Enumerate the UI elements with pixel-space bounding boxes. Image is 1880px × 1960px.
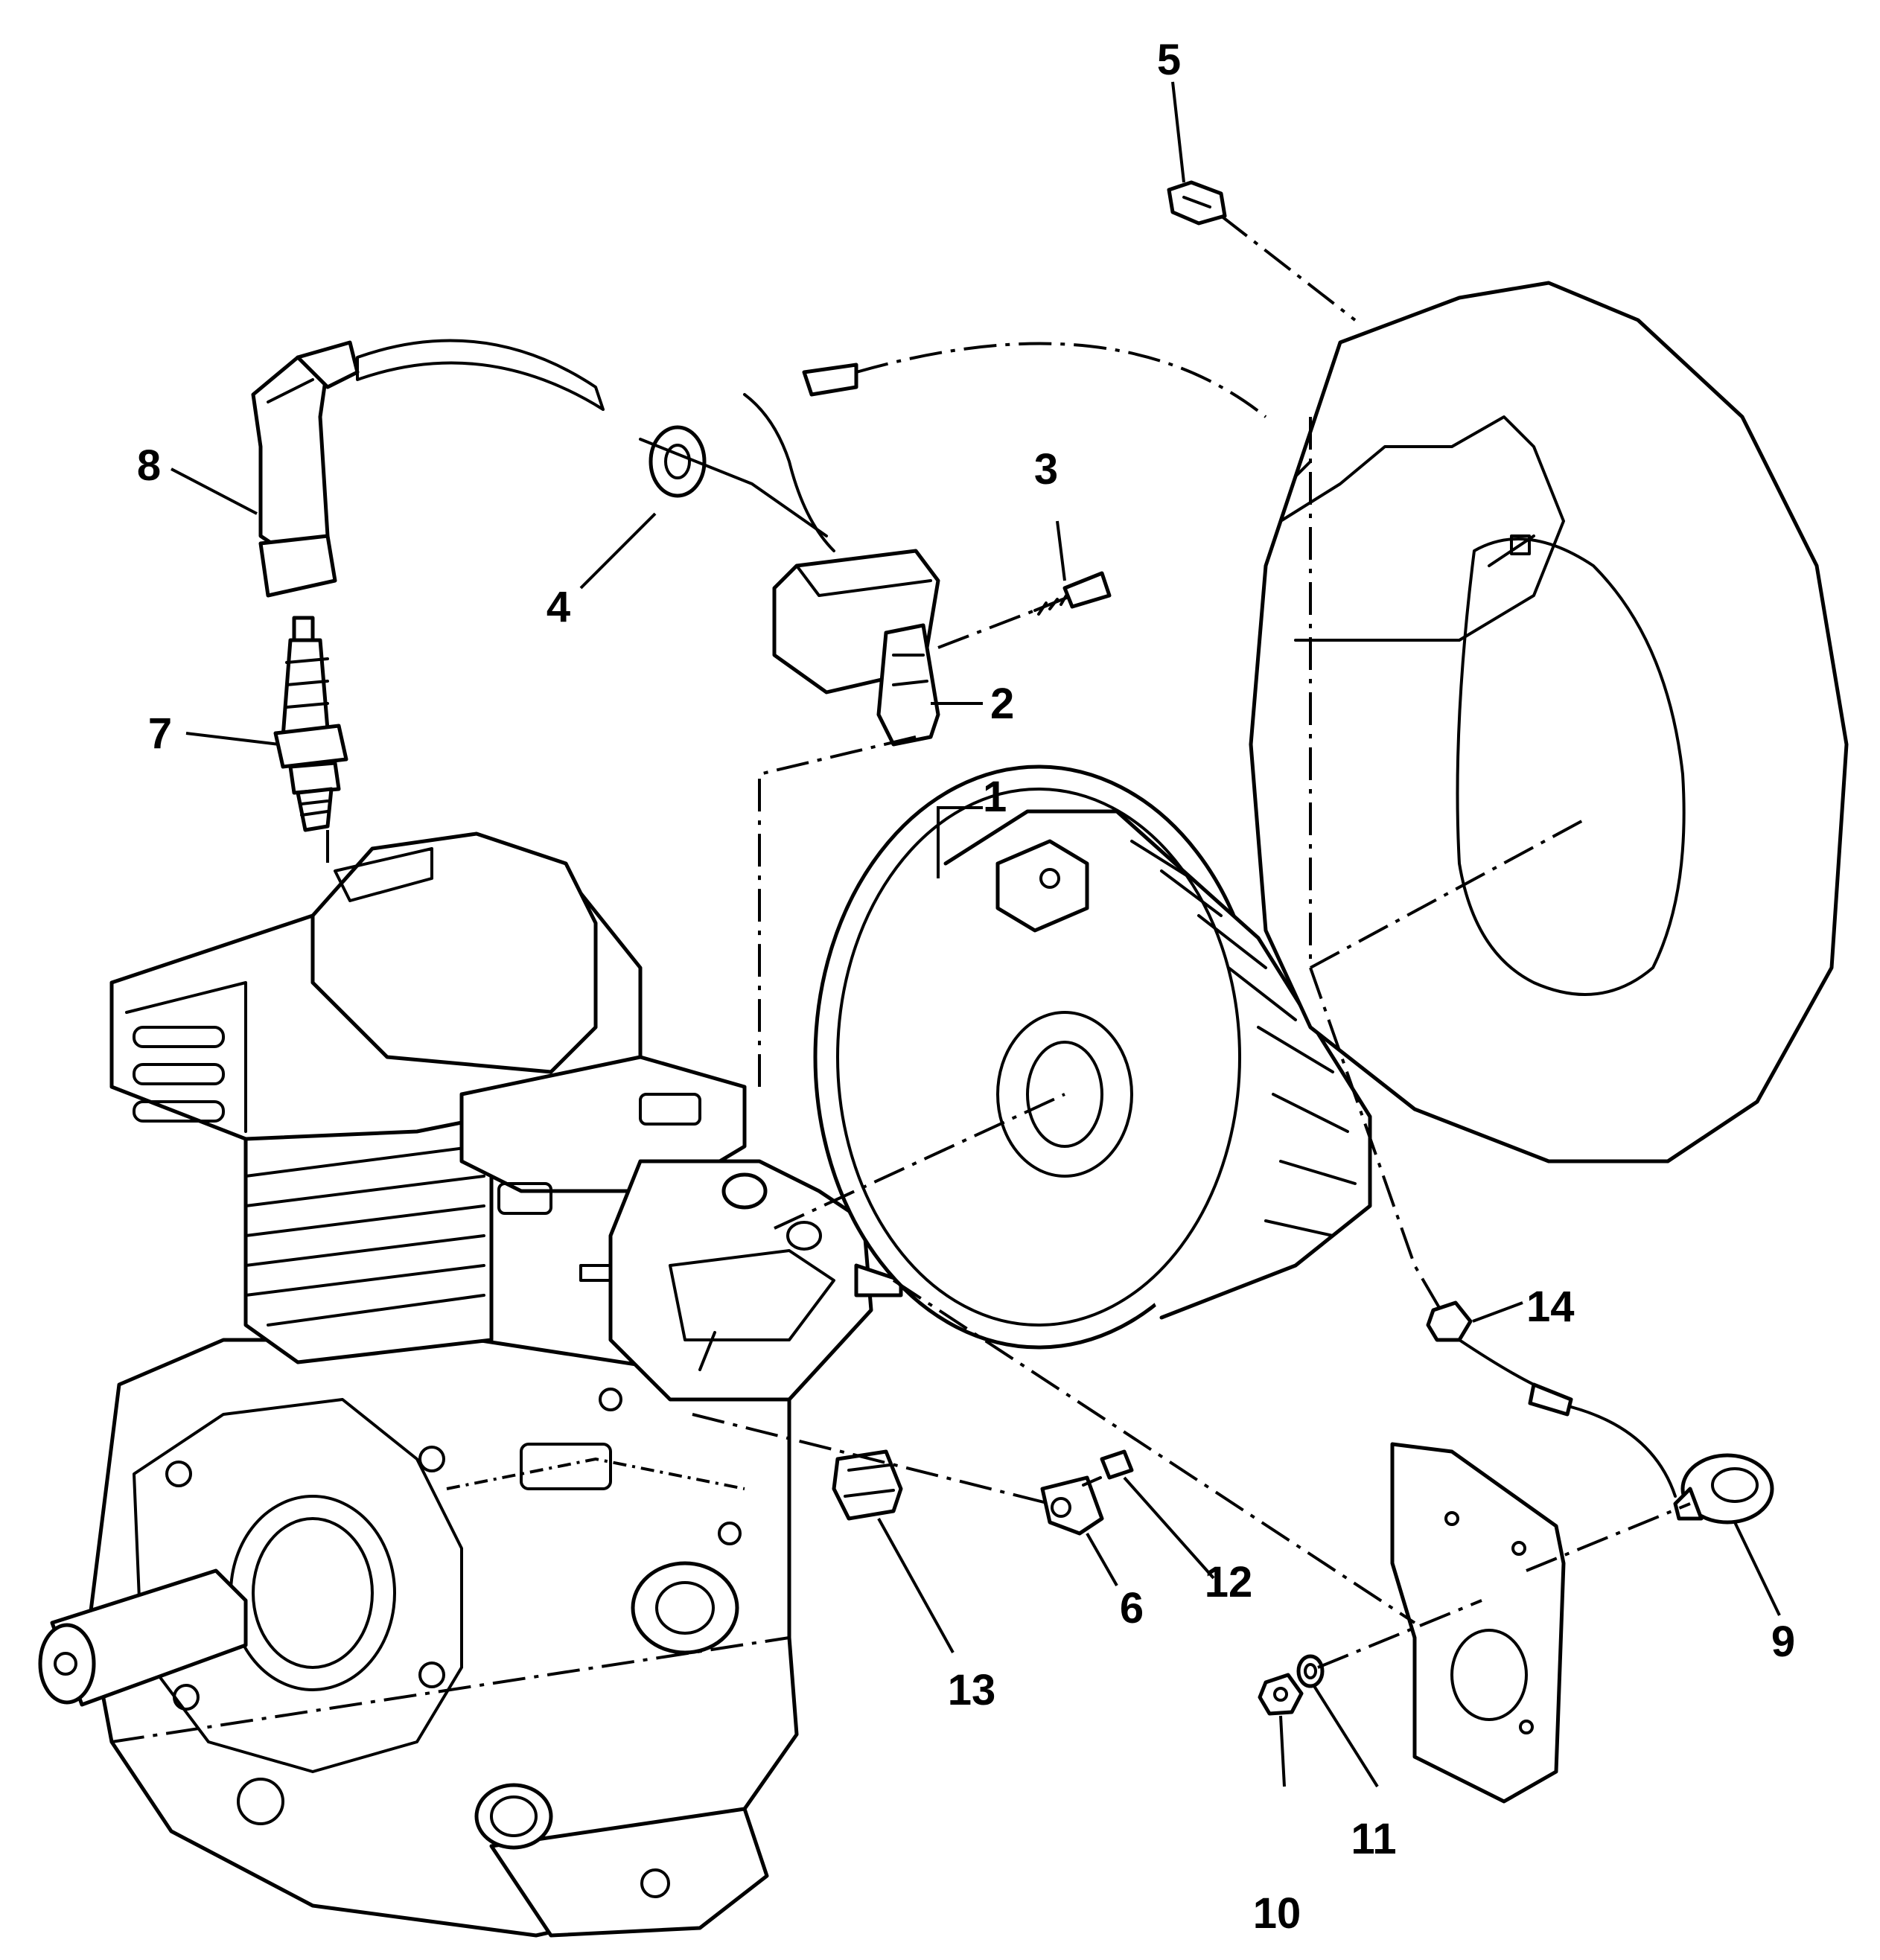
mounting-bracket	[1390, 1442, 1566, 1804]
callouts: 1 2 3 4 5 6 7 8 9 10 11 12 13 14	[137, 36, 1795, 1938]
callout-2: 2	[990, 680, 1014, 728]
callout-3: 3	[1034, 445, 1058, 494]
screw-12	[1082, 1449, 1134, 1487]
ignition-coil	[772, 549, 940, 747]
washer-11	[1296, 1654, 1325, 1688]
callout-13: 13	[948, 1666, 996, 1714]
callout-11: 11	[1351, 1815, 1396, 1863]
callout-12: 12	[1205, 1558, 1253, 1606]
callout-9: 9	[1771, 1618, 1795, 1666]
callout-14: 14	[1526, 1283, 1575, 1331]
alignment-lines	[111, 214, 1691, 1743]
callout-8: 8	[137, 441, 161, 490]
coil-wire-grommet	[639, 363, 858, 552]
screw-3	[1033, 571, 1112, 616]
spark-plug	[273, 616, 348, 832]
callout-4: 4	[547, 583, 570, 631]
nut-14	[1426, 1300, 1473, 1342]
grommet-13	[832, 1449, 903, 1521]
clip-5	[1167, 180, 1227, 226]
clamp-6	[1040, 1475, 1104, 1536]
callout-10: 10	[1253, 1889, 1301, 1938]
leader-lines	[171, 81, 1781, 1788]
wire-terminal	[1458, 1338, 1677, 1498]
callout-5: 5	[1157, 36, 1181, 84]
callout-7: 7	[148, 709, 172, 758]
engine-block	[38, 831, 903, 1938]
flywheel	[813, 764, 1372, 1350]
nut-10	[1258, 1673, 1304, 1716]
callout-1: 1	[983, 773, 1007, 821]
stop-switch	[1673, 1453, 1774, 1525]
blower-housing	[1249, 281, 1849, 1163]
callout-6: 6	[1120, 1584, 1144, 1632]
spark-plug-boot	[251, 339, 605, 598]
